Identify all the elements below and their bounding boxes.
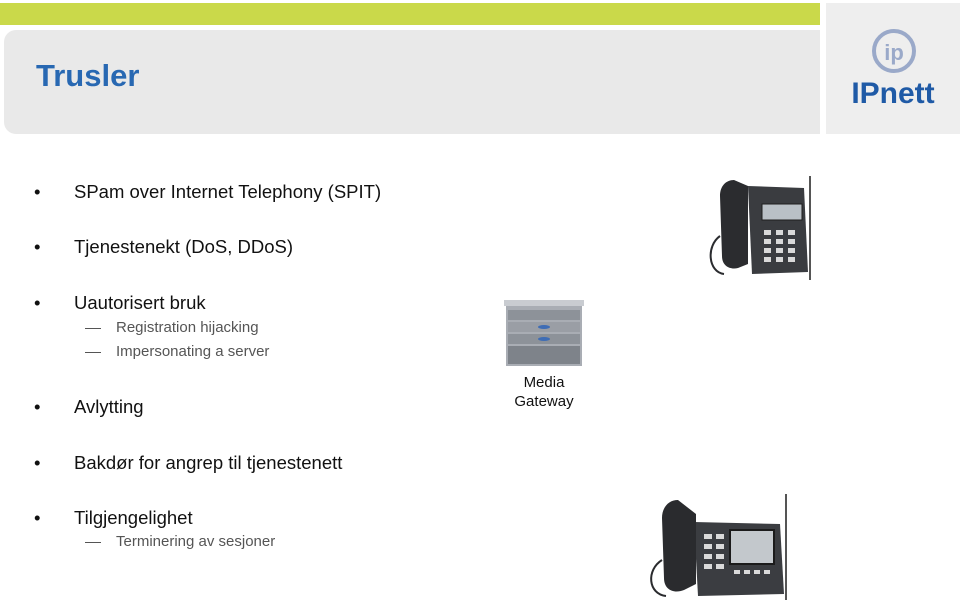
slide-title: Trusler: [36, 58, 140, 93]
bullet-unauthorized-use: Uautorisert bruk: [34, 292, 205, 314]
sub-bullet-session-termination: Terminering av sesjoner: [84, 533, 276, 550]
bullet-availability: Tilgjengelighet: [34, 507, 192, 529]
ipnett-logo: ip IPnett: [851, 29, 935, 110]
sub-bullet-impersonating-server: Impersonating a server: [84, 343, 270, 360]
accent-bar: [0, 3, 820, 25]
ip-circle-icon: ip: [872, 29, 916, 73]
ip-phone-display-icon: [642, 494, 788, 600]
gateway-label-line2: Gateway: [514, 393, 574, 410]
logo-panel: ip IPnett: [826, 3, 960, 134]
gateway-label-line1: Media: [523, 374, 565, 391]
bullet-dos: Tjenestenekt (DoS, DDoS): [34, 236, 293, 258]
bullet-eavesdropping: Avlytting: [34, 396, 143, 418]
bullet-spit: SPam over Internet Telephony (SPIT): [34, 181, 381, 203]
sub-bullet-registration-hijacking: Registration hijacking: [85, 319, 259, 336]
bullet-backdoor: Bakdør for angrep til tjenestenett: [34, 452, 342, 474]
svg-text:ip: ip: [884, 40, 904, 65]
media-gateway-icon: [504, 300, 584, 366]
ip-phone-icon: [704, 176, 812, 280]
logo-text: IPnett: [851, 77, 934, 110]
media-gateway-label: Media Gateway: [498, 373, 590, 411]
bullet-list: SPam over Internet Telephony (SPIT) Tjen…: [0, 0, 500, 600]
title-banner: [4, 30, 820, 134]
